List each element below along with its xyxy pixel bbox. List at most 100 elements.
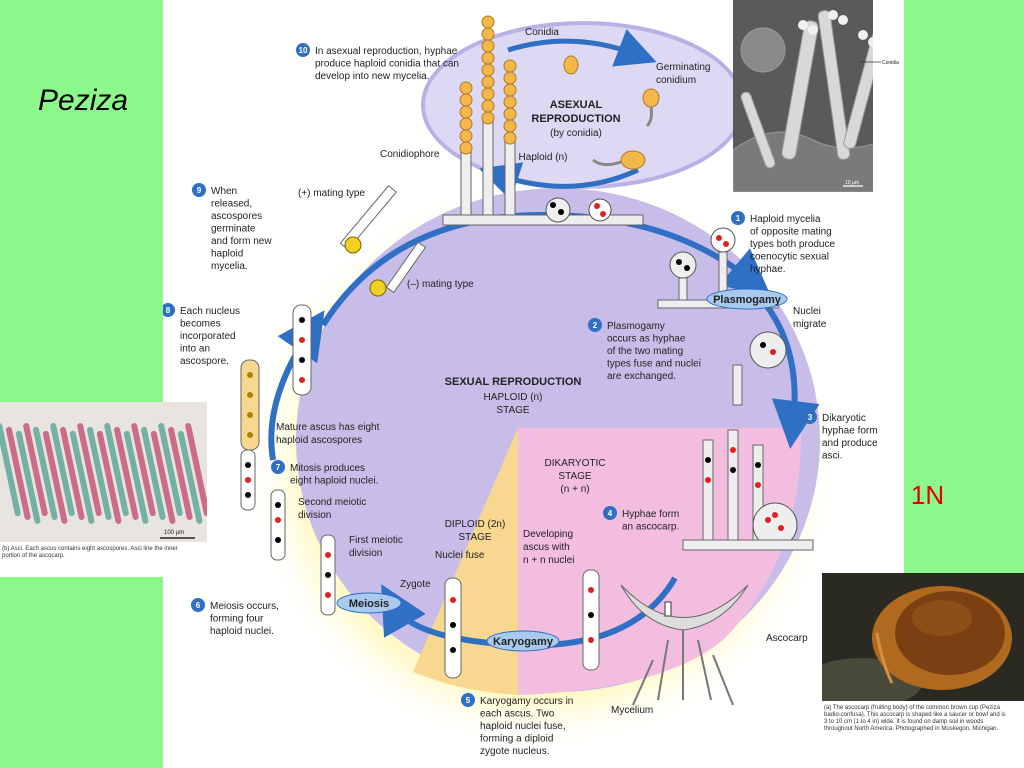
conidium — [481, 63, 495, 77]
svg-text:Germinating: Germinating — [656, 62, 710, 73]
svg-text:conidium: conidium — [656, 75, 696, 86]
ascus-strand — [77, 423, 102, 517]
ascus-strand — [6, 426, 31, 520]
conidium — [503, 119, 517, 133]
ascus-strand — [131, 423, 156, 517]
asexual-arrow-top — [507, 29, 657, 67]
nucleus-dot — [245, 492, 251, 498]
nucleus-dot — [299, 377, 305, 383]
conidium — [503, 131, 517, 145]
svg-text:Conidiophore: Conidiophore — [380, 149, 440, 160]
svg-text:Conidia: Conidia — [525, 27, 559, 38]
ascus-strand — [150, 430, 176, 524]
diploid-region — [413, 428, 518, 695]
ascus-strand — [87, 426, 112, 520]
nucleus-dot — [450, 597, 456, 603]
step-text-line: types both produce — [750, 239, 835, 250]
nucleus-dot — [772, 512, 778, 518]
nucleus-dot — [247, 392, 253, 398]
step-text-line: Plasmogamy — [607, 321, 665, 332]
step-number-badge — [163, 303, 175, 317]
step-text-line: forming a diploid — [480, 734, 553, 745]
step-text-line: Mitosis produces — [290, 463, 365, 474]
conidium — [459, 141, 473, 155]
mating-hyphae-illustration — [339, 184, 427, 297]
step-text-line: types fuse and nuclei — [607, 359, 701, 370]
step-text-line: hyphae form — [822, 426, 878, 437]
nucleus-dot — [450, 622, 456, 628]
conidium — [503, 71, 517, 85]
nucleus-dot — [275, 517, 281, 523]
nucleus-dot — [325, 572, 331, 578]
slide-title: Peziza — [38, 84, 129, 117]
plasmogamy-pill: Plasmogamy — [706, 288, 788, 310]
svg-text:Mycelium: Mycelium — [611, 705, 653, 716]
conidium — [481, 75, 495, 89]
nucleus-dot — [770, 349, 776, 355]
ascus-strand — [50, 423, 75, 517]
svg-text:Mature ascus has eight: Mature ascus has eight — [276, 422, 380, 433]
nucleus-dot — [765, 517, 771, 523]
ascus-strand — [158, 423, 183, 517]
step-number-badge — [296, 43, 310, 57]
step-text-line: and produce — [822, 438, 878, 449]
nucleus-dot — [275, 537, 281, 543]
svg-text:haploid ascospores: haploid ascospores — [276, 435, 362, 446]
nucleus-dot — [705, 457, 711, 463]
svg-text:STAGE: STAGE — [558, 471, 591, 482]
karyogamy-pill: Karyogamy — [486, 630, 560, 652]
sem-scale-label: 10 µm — [845, 180, 859, 186]
step-number: 9 — [197, 186, 202, 195]
conidiophore-illustration — [442, 119, 644, 226]
conidium — [481, 111, 495, 125]
conidium — [503, 107, 517, 121]
step-text-line: each ascus. Two — [480, 709, 555, 720]
step-text-line: Haploid mycelia — [750, 214, 821, 225]
nucleus-dot — [558, 209, 564, 215]
ascocarp-illustration — [620, 584, 749, 706]
nucleus-dot — [730, 467, 736, 473]
step-number-badge — [461, 693, 475, 707]
svg-text:DIPLOID (2n): DIPLOID (2n) — [445, 519, 506, 530]
step-text-line: are exchanged. — [607, 371, 676, 382]
ascus-strand — [15, 430, 41, 524]
svg-text:migrate: migrate — [793, 319, 827, 330]
svg-text:Developing: Developing — [523, 529, 573, 540]
sem-conidia-label: Conidia — [882, 60, 899, 66]
step-text-line: an ascocarp. — [622, 522, 679, 533]
conidium — [459, 81, 473, 95]
ascus-strand — [114, 426, 139, 520]
step-text-line: In asexual reproduction, hyphae — [315, 46, 458, 57]
nucleus-dot — [247, 372, 253, 378]
conidium — [481, 39, 495, 53]
step-text-line: becomes — [180, 319, 221, 330]
step-number-badge — [271, 460, 285, 474]
step-text-line: zygote nucleus. — [480, 746, 550, 757]
step-text-line: haploid — [211, 249, 243, 260]
step-number: 5 — [466, 696, 471, 705]
micro-caption: (b) Asci. Each ascus contains eight asco… — [2, 546, 178, 559]
step-text-line: occurs as hyphae — [607, 334, 686, 345]
svg-text:First meiotic: First meiotic — [349, 535, 403, 546]
step-number-badge — [191, 598, 205, 612]
step-number: 2 — [593, 321, 598, 330]
step-number-badge — [192, 183, 206, 197]
step-text-line: eight haploid nuclei. — [290, 476, 378, 487]
sexual-title: SEXUAL REPRODUCTION HAPLOID (n) STAGE — [445, 376, 582, 416]
sem-photo: Conidia 10 µm — [733, 0, 904, 192]
step-text-line: develop into new mycelia. — [315, 71, 430, 82]
nucleus-dot — [755, 462, 761, 468]
nucleus-dot — [450, 647, 456, 653]
step-number: 3 — [808, 413, 813, 422]
nucleus-dot — [588, 612, 594, 618]
step-number-badge — [803, 410, 817, 424]
nucleus-dot — [730, 447, 736, 453]
step-text-line: and form new — [211, 236, 272, 247]
svg-text:(by conidia): (by conidia) — [550, 128, 602, 139]
svg-text:DIKARYOTIC: DIKARYOTIC — [545, 458, 606, 469]
